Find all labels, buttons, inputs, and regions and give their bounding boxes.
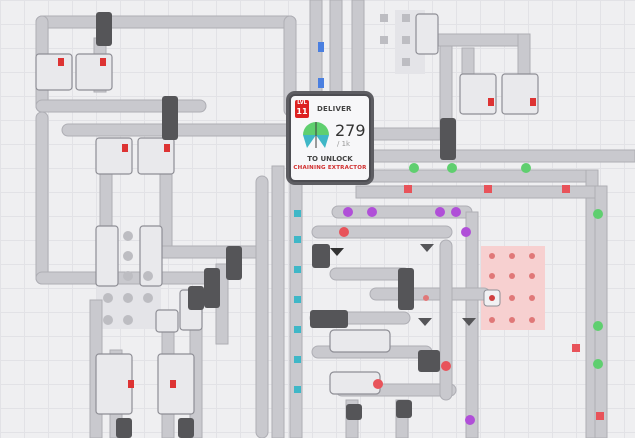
- unlock-label: TO UNLOCK: [307, 155, 353, 163]
- level-number: 11: [296, 107, 308, 116]
- level-badge: LVL 11: [295, 100, 309, 118]
- delivered-count: 279: [335, 121, 366, 140]
- hub-building[interactable]: LVL 11 DELIVER 279 / 1k TO UNLOCK CHAINI…: [289, 94, 371, 182]
- shapes: [294, 42, 604, 425]
- level-label: LVL: [297, 100, 307, 106]
- heart-shapes: [423, 253, 535, 323]
- heart-resource-zone: [481, 246, 545, 330]
- green-teal-quarter-shape-icon: [303, 122, 329, 148]
- machines[interactable]: [35, 13, 539, 415]
- trash-icon: [58, 58, 536, 388]
- unlock-reward: CHAINING EXTRACTOR: [293, 165, 367, 171]
- heart-shape-icon: [489, 295, 495, 301]
- tunnel-buildings[interactable]: [96, 12, 476, 438]
- gray-resource-dots: [103, 14, 410, 325]
- deliver-label: DELIVER: [317, 105, 352, 113]
- delivery-goal: / 1k: [337, 140, 351, 148]
